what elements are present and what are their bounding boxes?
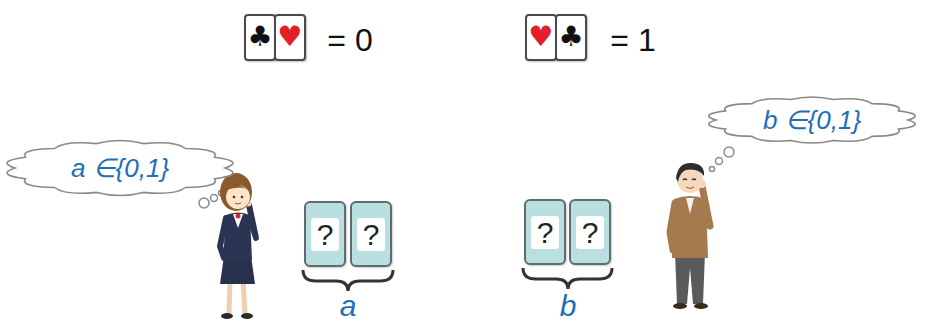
shoe (241, 313, 253, 319)
shoe (673, 303, 687, 309)
playing-card: ♥ (525, 14, 557, 61)
shoe (694, 303, 708, 309)
woman-figure (220, 173, 256, 319)
card-symbol: ? (311, 218, 340, 251)
fringe (226, 184, 250, 192)
shirt (686, 198, 694, 214)
thought-dot (211, 195, 218, 202)
bit-value: = 1 (610, 24, 655, 56)
arm (702, 186, 710, 226)
arm (249, 205, 256, 238)
eye (683, 179, 687, 180)
hair (676, 163, 704, 182)
card-symbol: ♥ (528, 22, 553, 53)
card-symbol: ? (357, 218, 386, 251)
face (226, 185, 250, 209)
card-symbol: ? (531, 216, 560, 249)
thought-dot (710, 167, 715, 172)
thought-dot (724, 147, 734, 157)
thought-bubble: b ∈{0,1} (709, 93, 915, 147)
thought-dot (199, 198, 209, 208)
thought-text: a ∈{0,1} (71, 154, 169, 183)
variable-name: b (560, 291, 577, 321)
man-figure (670, 163, 710, 309)
cloud-shape (7, 141, 233, 196)
card-symbol: ♣ (247, 22, 272, 53)
face-down-card: ? (569, 199, 611, 265)
arm (220, 218, 226, 258)
mouth (235, 203, 241, 204)
arm (670, 203, 675, 250)
leg (229, 280, 230, 314)
card-symbol: ♣ (558, 22, 583, 53)
bit-value: = 0 (327, 24, 372, 56)
card-symbol: ♥ (277, 22, 302, 53)
bow (236, 214, 241, 219)
face-down-card: ? (304, 201, 346, 267)
thought-text: b ∈{0,1} (763, 106, 861, 135)
shoe (221, 313, 233, 319)
playing-card: ♣ (244, 14, 276, 61)
brace (523, 268, 612, 289)
hair (220, 173, 252, 211)
eye (692, 179, 696, 180)
thought-bubble: a ∈{0,1} (8, 137, 232, 199)
face-down-card: ? (350, 201, 392, 267)
eye (233, 196, 236, 199)
cloud-shape (709, 97, 915, 143)
variable-name: a (340, 291, 357, 321)
collar (233, 214, 243, 228)
playing-card: ♥ (274, 14, 306, 61)
mouth (686, 187, 694, 189)
brace (303, 270, 393, 291)
trousers (675, 252, 705, 304)
eye (241, 196, 244, 199)
face-down-card: ? (524, 199, 566, 265)
thought-dot (716, 158, 723, 165)
leg (243, 280, 245, 314)
playing-card: ♣ (555, 14, 587, 61)
card-symbol: ? (576, 216, 605, 249)
